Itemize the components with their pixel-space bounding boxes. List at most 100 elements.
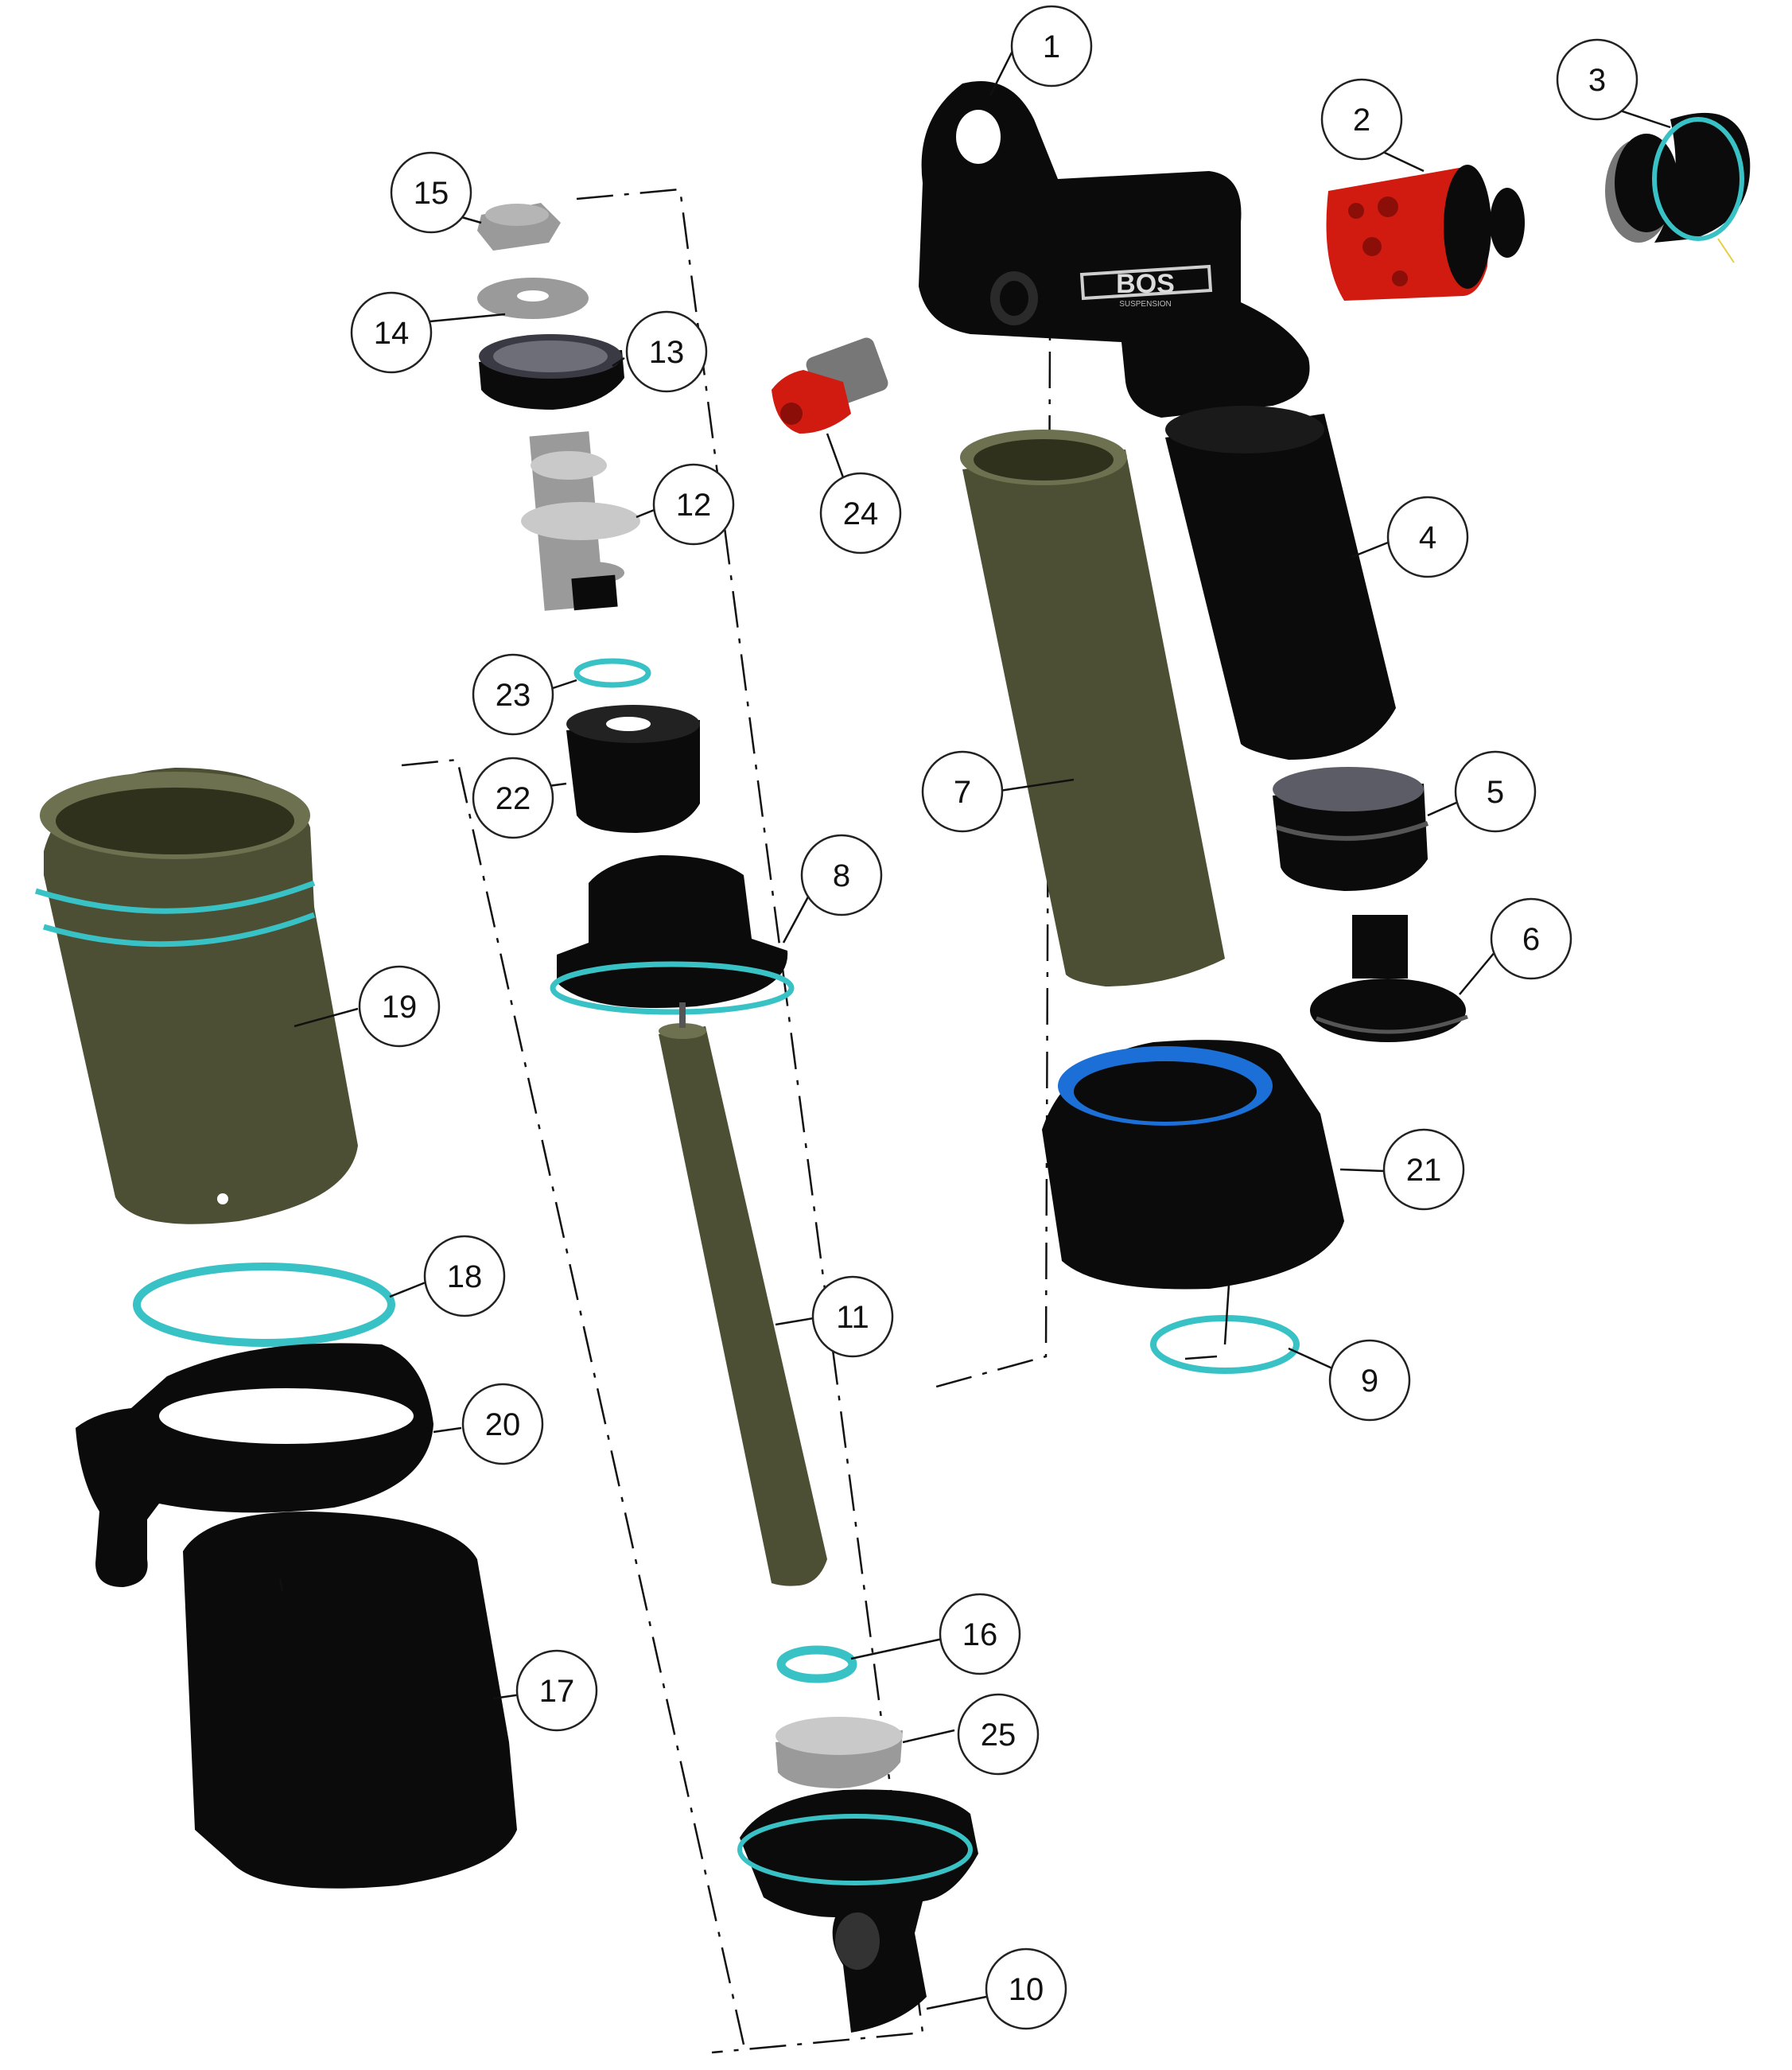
part-16-oring xyxy=(776,1645,857,1683)
part-7-olive-tube xyxy=(960,430,1225,986)
callout-circle xyxy=(652,463,735,546)
callout-22: 22 xyxy=(472,757,554,839)
callout-label: 10 xyxy=(1009,1972,1044,2007)
part-3-top-cap xyxy=(1605,112,1751,263)
callout-label: 22 xyxy=(496,781,531,816)
callout-label: 15 xyxy=(414,176,449,211)
callout-label: 11 xyxy=(836,1300,869,1335)
part-23-oring xyxy=(573,658,651,688)
callout-label: 3 xyxy=(1588,63,1606,98)
callout-circle xyxy=(358,965,441,1048)
callout-circle xyxy=(472,757,554,839)
callouts: 1234567891011121314151617181920212223242… xyxy=(350,5,1638,2030)
part-10-lower-eyelet xyxy=(737,1789,978,2033)
part-6-base-valve xyxy=(1310,915,1468,1042)
callout-label: 13 xyxy=(649,335,685,370)
callout-18: 18 xyxy=(423,1235,506,1317)
callout-21: 21 xyxy=(1382,1128,1465,1211)
callout-label: 9 xyxy=(1361,1364,1378,1399)
callout-11: 11 xyxy=(811,1275,894,1358)
callout-12: 12 xyxy=(652,463,735,546)
callout-25: 25 xyxy=(957,1693,1040,1776)
callout-circle xyxy=(423,1235,506,1317)
part-21-black-can xyxy=(1042,1040,1344,1290)
callout-24: 24 xyxy=(819,472,902,554)
callout-label: 16 xyxy=(962,1617,998,1652)
callout-circle xyxy=(957,1693,1040,1776)
callout-label: 25 xyxy=(981,1718,1017,1753)
callout-3: 3 xyxy=(1556,38,1638,121)
callout-circle xyxy=(1490,897,1572,980)
callout-19: 19 xyxy=(358,965,441,1048)
callout-2: 2 xyxy=(1320,78,1403,161)
part-11-shaft xyxy=(659,1002,827,1586)
part-14-washer xyxy=(477,278,589,319)
part-19-olive-reservoir xyxy=(34,768,358,1224)
callout-label: 17 xyxy=(539,1674,575,1709)
callout-circle xyxy=(625,310,708,393)
callout-10: 10 xyxy=(985,1947,1067,2030)
part-5-piston xyxy=(1273,767,1429,891)
callout-label: 2 xyxy=(1353,103,1370,138)
part-9-oring xyxy=(1150,1315,1300,1374)
callout-circle xyxy=(350,291,433,374)
callout-label: 8 xyxy=(833,858,850,893)
callout-20: 20 xyxy=(461,1383,544,1465)
part-24-red-valve xyxy=(772,337,888,434)
part-15-nut xyxy=(477,203,561,251)
part-4-black-sleeve xyxy=(1165,406,1396,760)
callout-circle xyxy=(819,472,902,554)
callout-6: 6 xyxy=(1490,897,1572,980)
callout-label: 19 xyxy=(382,990,418,1025)
callout-circle xyxy=(1328,1339,1411,1422)
callout-circle xyxy=(1386,496,1469,578)
callout-label: 7 xyxy=(954,775,971,810)
callout-circle xyxy=(472,653,554,736)
callout-circle xyxy=(1454,750,1537,833)
callout-circle xyxy=(1010,5,1093,88)
callout-label: 4 xyxy=(1419,520,1436,555)
callout-label: 23 xyxy=(496,678,531,713)
part-1-main-body: BOS SUSPENSION xyxy=(919,81,1310,418)
callout-circle xyxy=(1320,78,1403,161)
logo-subtext: SUSPENSION xyxy=(1119,300,1172,309)
callout-label: 5 xyxy=(1487,775,1504,810)
bos-logo: BOS SUSPENSION xyxy=(1079,264,1213,309)
callout-circle xyxy=(800,834,883,916)
callout-label: 12 xyxy=(676,488,712,523)
callout-label: 18 xyxy=(447,1259,483,1294)
logo-text: BOS xyxy=(1116,269,1175,299)
callout-label: 21 xyxy=(1406,1153,1442,1188)
callout-15: 15 xyxy=(390,151,472,234)
callout-circle xyxy=(811,1275,894,1358)
callout-circle xyxy=(1382,1128,1465,1211)
part-2-red-cartridge xyxy=(1326,165,1525,301)
part-17-black-reservoir xyxy=(183,1512,517,1889)
part-13-piston xyxy=(479,334,624,410)
part-20-clamp xyxy=(76,1343,433,1587)
callout-label: 24 xyxy=(843,496,879,531)
callout-circle xyxy=(390,151,472,234)
callout-label: 1 xyxy=(1043,29,1060,64)
callout-8: 8 xyxy=(800,834,883,916)
callout-16: 16 xyxy=(939,1593,1021,1675)
callout-17: 17 xyxy=(515,1649,598,1732)
callout-circle xyxy=(939,1593,1021,1675)
callout-4: 4 xyxy=(1386,496,1469,578)
callout-circle xyxy=(461,1383,544,1465)
callout-13: 13 xyxy=(625,310,708,393)
callout-1: 1 xyxy=(1010,5,1093,88)
callout-9: 9 xyxy=(1328,1339,1411,1422)
part-25-washer xyxy=(775,1717,903,1788)
part-22-spacer xyxy=(566,705,700,833)
callout-7: 7 xyxy=(921,750,1004,833)
callout-label: 6 xyxy=(1522,922,1540,957)
callout-circle xyxy=(1556,38,1638,121)
part-8-seal-head xyxy=(550,855,795,1015)
callout-circle xyxy=(985,1947,1067,2030)
callout-5: 5 xyxy=(1454,750,1537,833)
part-12-shaft-bolt xyxy=(521,431,640,611)
callout-label: 20 xyxy=(485,1407,521,1442)
callout-14: 14 xyxy=(350,291,433,374)
callout-circle xyxy=(515,1649,598,1732)
